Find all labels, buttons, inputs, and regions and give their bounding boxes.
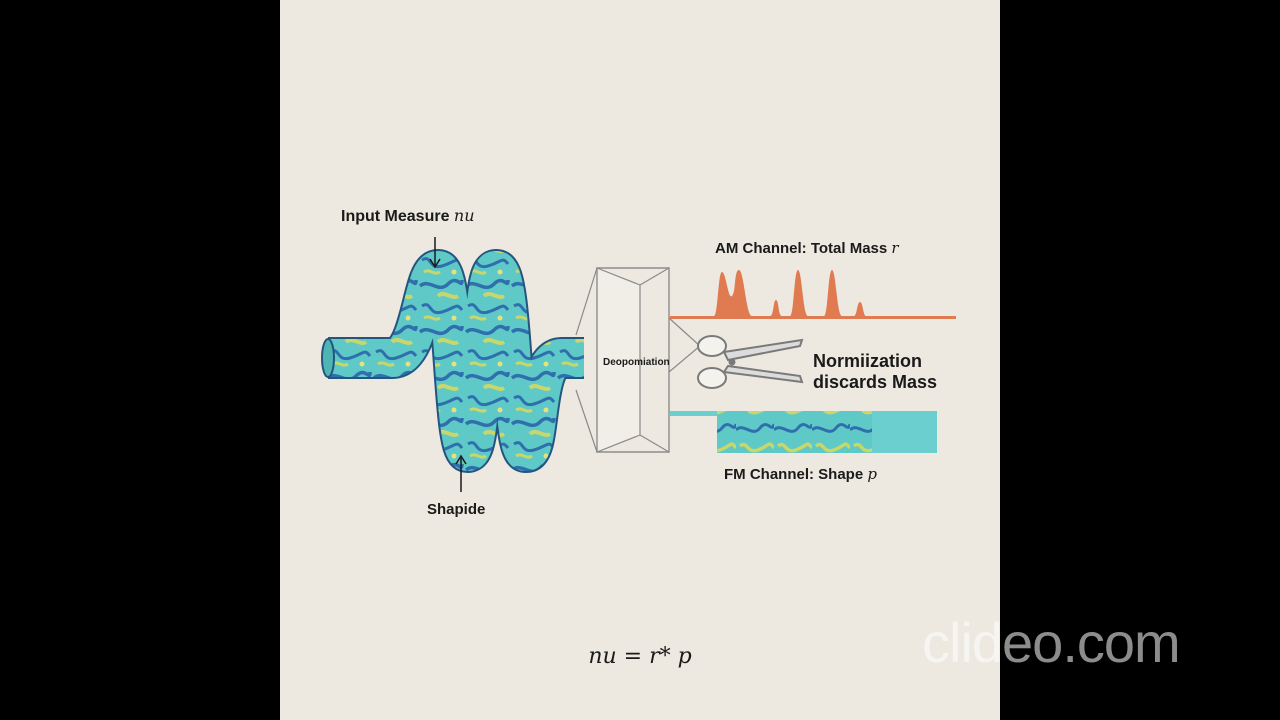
normalization-line-2: discards Mass: [813, 372, 938, 392]
input-measure-label: Input Measure nu: [341, 206, 475, 225]
prism-icon: [575, 267, 701, 453]
fm-channel-label: FM Channel: Shape p: [724, 465, 877, 483]
arrow-up-icon: [455, 454, 467, 492]
shape-label: Shapide: [427, 501, 486, 518]
fm-channel-bar: [670, 411, 937, 453]
spiral-tube: [321, 249, 584, 473]
diagram-graphics: [321, 237, 956, 492]
arrow-down-icon: [429, 237, 441, 269]
normalization-label: Normiization discards Mass: [813, 351, 937, 393]
watermark-logo: clideo.com: [922, 611, 1181, 674]
decomposition-label: Deopomiation: [603, 357, 670, 368]
diagram-panel: Input Measure nu Shapide Deopomiation AM…: [280, 0, 1000, 720]
decomposition-formula: nu = r* p: [588, 644, 692, 669]
normalization-line-1: Normiization: [813, 351, 923, 371]
input-symbol: nu: [453, 206, 475, 225]
scissors-icon: [697, 335, 804, 389]
fm-symbol: p: [867, 465, 877, 483]
am-channel-label: AM Channel: Total Mass r: [715, 239, 899, 257]
am-channel-signal: [670, 270, 956, 319]
am-symbol: r: [891, 239, 899, 257]
